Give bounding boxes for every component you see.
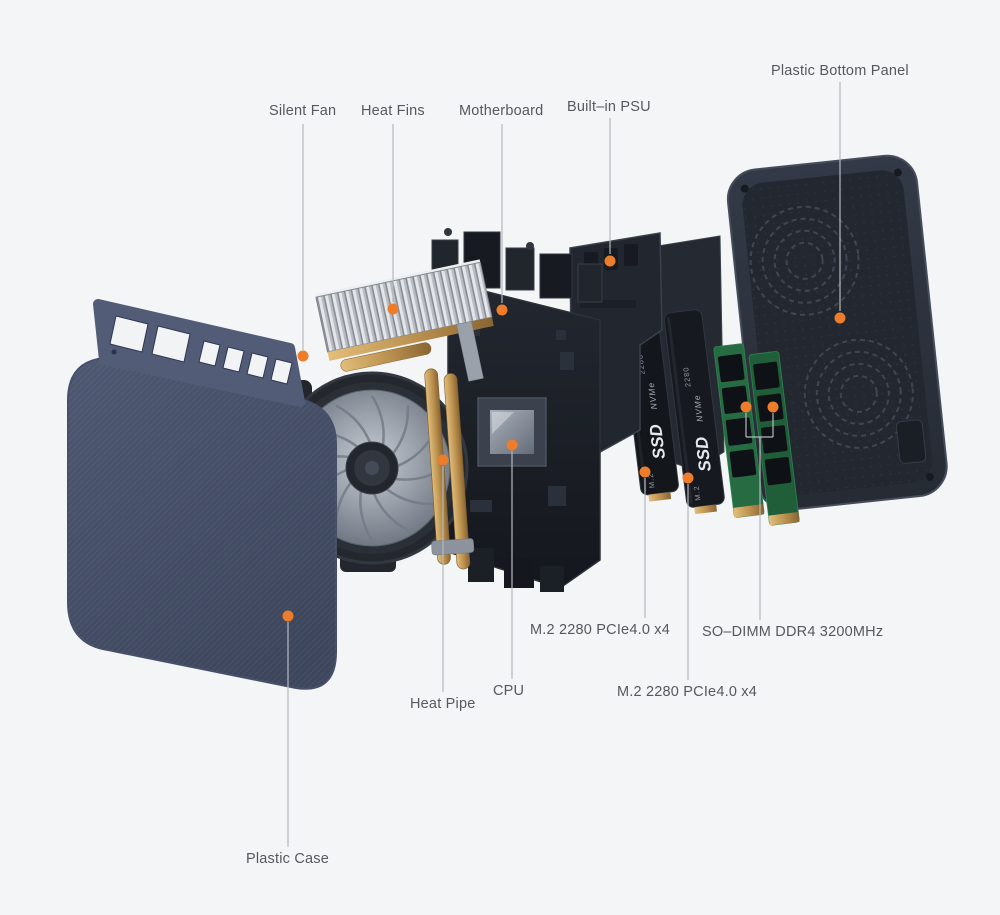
callout-label-silent-fan: Silent Fan xyxy=(269,103,337,119)
vent-circles-bottom xyxy=(803,338,914,449)
callout-label-plastic-bottom-panel: Plastic Bottom Panel xyxy=(771,63,909,79)
ram-modules xyxy=(713,343,800,526)
callout-label-m2-ssd-front: M.2 2280 PCIe4.0 x4 xyxy=(530,622,671,638)
ssd2-size-text: 2280 xyxy=(681,366,692,388)
fins-bracket xyxy=(456,321,484,382)
dot-silent-fan xyxy=(297,350,309,362)
dot-so-dimm-2 xyxy=(767,401,779,413)
case-top-vents xyxy=(109,315,293,385)
callout-label-heat-fins: Heat Fins xyxy=(361,103,425,119)
callout-label-plastic-case: Plastic Case xyxy=(246,851,329,867)
dot-m2-front xyxy=(639,466,651,478)
bottom-ports xyxy=(468,548,564,592)
line-so-dimm xyxy=(745,413,774,620)
ssd2-name-text: SSD xyxy=(692,436,715,473)
callout-label-motherboard: Motherboard xyxy=(459,103,544,119)
panel-cutout xyxy=(895,419,927,464)
dot-bottom-panel xyxy=(834,312,846,324)
ssd2-interface-text: NVMe xyxy=(692,394,705,423)
dot-m2-rear xyxy=(682,472,694,484)
heat-pipe-stub xyxy=(340,342,432,372)
dot-plastic-case xyxy=(282,610,294,622)
case-top-face xyxy=(93,299,305,407)
ssd1-name-text: SSD xyxy=(646,423,669,460)
ssd2-spec-text: M.2 xyxy=(692,485,703,501)
ssd-stick-rear: M.2 SSD NVMe 2280 xyxy=(663,309,725,515)
ssd1-spec-text: M.2 xyxy=(646,472,657,488)
dot-built-in-psu xyxy=(604,255,616,267)
heat-pipes xyxy=(424,368,475,570)
ssd1-size-text: 2280 xyxy=(635,354,646,376)
callout-label-cpu: CPU xyxy=(493,683,525,699)
dot-motherboard xyxy=(496,304,508,316)
plastic-case xyxy=(67,299,337,690)
dot-heat-fins xyxy=(387,303,399,315)
callout-label-so-dimm: SO–DIMM DDR4 3200MHz xyxy=(702,624,884,640)
callout-label-built-in-psu: Built–in PSU xyxy=(567,99,651,115)
case-screw-hole xyxy=(111,349,117,355)
vent-circles-top xyxy=(749,205,860,316)
ssd1-interface-text: NVMe xyxy=(646,381,659,410)
cpu-glint xyxy=(492,412,514,434)
dot-cpu xyxy=(506,439,518,451)
callout-label-heat-pipe: Heat Pipe xyxy=(410,696,476,712)
dot-so-dimm-1 xyxy=(740,401,752,413)
pipe-clip xyxy=(431,538,475,556)
callout-lines xyxy=(287,82,841,847)
heat-fins xyxy=(315,259,494,382)
plastic-bottom-panel xyxy=(726,154,948,511)
callout-dots xyxy=(282,255,846,622)
dot-heat-pipe xyxy=(437,454,449,466)
callout-label-m2-ssd-rear: M.2 2280 PCIe4.0 x4 xyxy=(617,684,758,700)
ram-module-2 xyxy=(748,351,800,526)
